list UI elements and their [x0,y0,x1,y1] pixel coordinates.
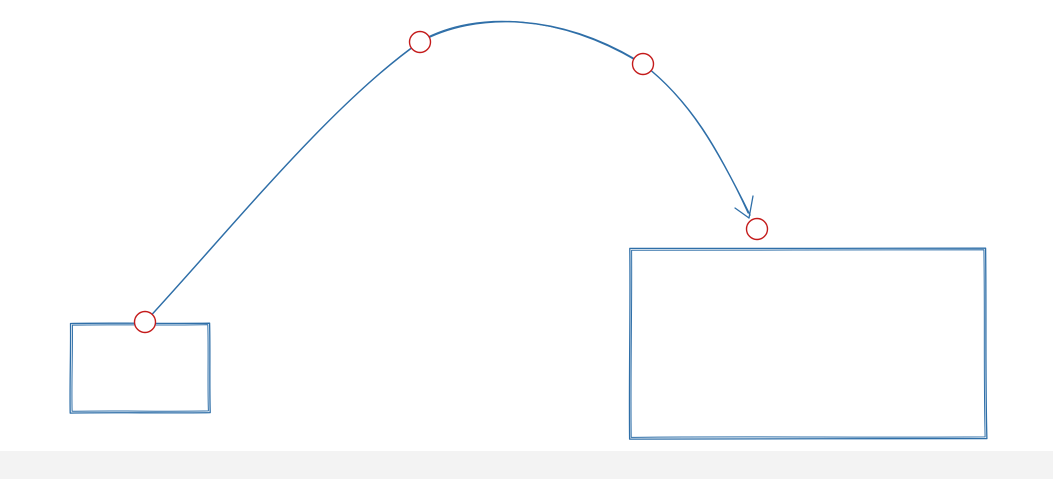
arrowhead-right-barb [748,195,754,219]
canvas-footer-strip [0,451,1053,479]
handle-start[interactable] [133,310,157,334]
handle-midpoint-2[interactable] [631,52,655,76]
connector-arrow[interactable] [144,20,754,323]
target-rectangle[interactable] [628,247,988,440]
arrow-edit-handles[interactable] [133,30,769,334]
source-rectangle[interactable] [69,322,211,414]
connector-arrow-line-b [146,20,749,321]
source-rectangle-stroke-a [69,322,211,414]
source-rectangle-stroke-b [71,324,209,412]
arrowhead-left-barb [734,207,750,219]
target-rectangle-stroke-b [630,249,986,438]
connector-arrow-line-a [144,20,751,323]
handle-midpoint-1[interactable] [408,30,432,54]
target-rectangle-stroke-a [628,247,988,440]
handle-end[interactable] [745,217,769,241]
